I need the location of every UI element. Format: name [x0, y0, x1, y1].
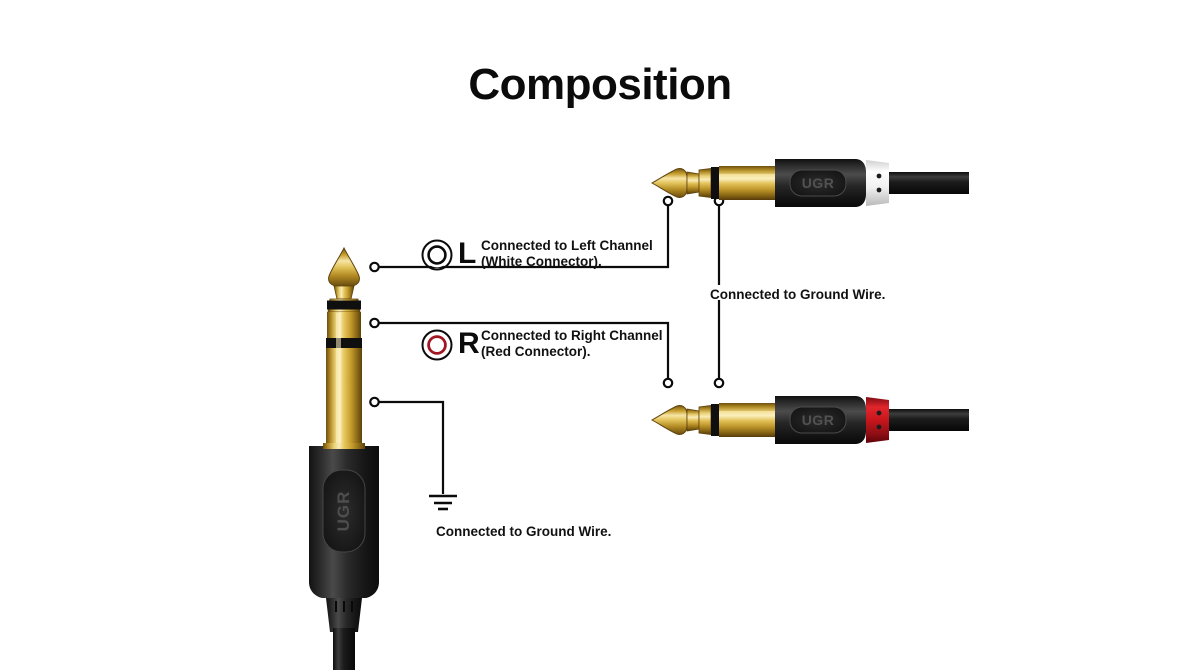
- ts-white-insulator-band: [711, 167, 719, 199]
- ts-red-cable: [889, 409, 969, 431]
- ground-branch-label: Connected to Ground Wire.: [710, 287, 886, 302]
- dot-ts-white-tip: [662, 195, 674, 207]
- ts-plug-white: UGR: [650, 159, 969, 207]
- trs-insulator-band-2: [326, 338, 362, 348]
- trs-barrel-highlight: [336, 313, 341, 446]
- trs-cable: [333, 628, 355, 670]
- ts-red-collar: [866, 397, 889, 443]
- trs-housing-rim: [323, 443, 365, 449]
- ts-white-barrel-highlight: [719, 174, 775, 179]
- right-channel-label: Connected to Right Channel (Red Connecto…: [481, 328, 663, 359]
- right-channel-line2: (Red Connector).: [481, 343, 591, 359]
- ts-white-barrel: [719, 166, 775, 200]
- ts-red-shoulder: [698, 405, 712, 435]
- trs-tip-cone: [328, 246, 360, 287]
- left-channel-ring-icon: [421, 239, 453, 271]
- trs-stereo-plug: UGR: [309, 246, 379, 670]
- dot-ts-red-sleeve: [713, 377, 725, 389]
- right-channel-letter: R: [458, 327, 480, 360]
- ts-red-logo-plate: [789, 406, 847, 434]
- ts-red-barrel: [719, 403, 775, 437]
- page-title: Composition: [468, 60, 732, 109]
- ts-white-logo-plate: [789, 169, 847, 197]
- left-channel-letter: L: [458, 237, 477, 270]
- trs-brand-logo: UGR: [334, 491, 353, 532]
- right-channel-ring-icon: [421, 329, 453, 361]
- ts-red-collar-dot-1: [876, 410, 882, 416]
- trs-tip-neck: [333, 285, 355, 300]
- leader-dots: [369, 195, 725, 408]
- right-channel-line1: Connected to Right Channel: [481, 328, 663, 343]
- dot-trs-ring: [369, 317, 380, 329]
- trs-logo-plate: [322, 469, 366, 553]
- trs-insulator-band-1: [327, 300, 361, 310]
- ts-white-cable: [889, 172, 969, 194]
- left-channel-line2: (White Connector).: [481, 253, 602, 269]
- ts-red-tip-neck: [686, 408, 700, 432]
- ts-white-brand-logo: UGR: [802, 175, 835, 191]
- ts-white-collar: [866, 160, 889, 206]
- ts-white-tip-neck: [686, 171, 700, 195]
- svg-text:UGR: UGR: [334, 491, 353, 532]
- ts-red-insulator-band: [711, 404, 719, 436]
- leader-left-channel: [379, 203, 670, 269]
- trs-sleeve-barrel: [326, 348, 362, 446]
- ground-main-label: Connected to Ground Wire.: [436, 524, 612, 539]
- ts-red-barrel-highlight: [719, 411, 775, 416]
- dot-trs-sleeve: [369, 396, 380, 408]
- ts-white-shoulder: [698, 168, 712, 198]
- ts-plug-red: UGR: [650, 396, 969, 444]
- ts-white-collar-dot-2: [876, 187, 882, 193]
- left-channel-line1: Connected to Left Channel: [481, 238, 653, 253]
- trs-strain-ridges: [335, 601, 353, 612]
- ground-symbol-icon: [429, 494, 457, 511]
- trs-barrel-upper: [327, 312, 361, 330]
- ts-white-tip-cone: [650, 168, 688, 198]
- ts-white-collar-dot-1: [876, 173, 882, 179]
- left-channel-label: Connected to Left Channel (White Connect…: [481, 238, 653, 269]
- leader-lines: [379, 203, 721, 494]
- dot-ts-red-tip: [662, 377, 674, 389]
- ts-red-brand-logo: UGR: [802, 412, 835, 428]
- leader-right-channel: [379, 321, 670, 381]
- ts-red-tip-cone: [650, 405, 688, 435]
- leader-ground-main: [379, 400, 445, 494]
- dot-trs-tip: [369, 261, 380, 273]
- ts-red-collar-dot-2: [876, 424, 882, 430]
